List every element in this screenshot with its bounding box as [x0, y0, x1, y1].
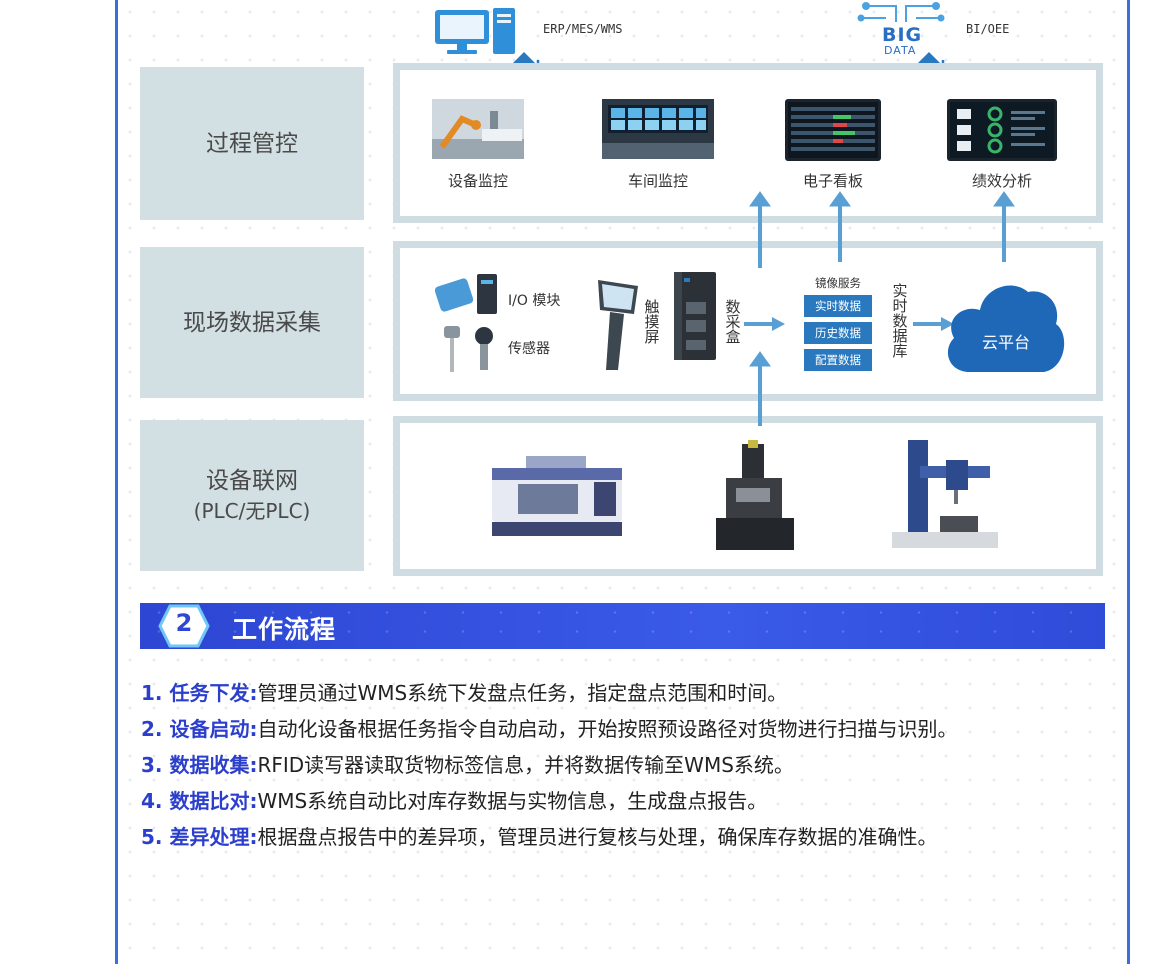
step-key: 2. 设备启动: [141, 717, 258, 741]
layer-process-control: 过程管控 [140, 67, 364, 220]
section-banner: 2 工作流程 [140, 603, 1105, 649]
step-item: 5. 差异处理:根据盘点报告中的差异项，管理员进行复核与处理，确保库存数据的准确… [141, 819, 1106, 855]
bi-oee-label: BI/OEE [966, 22, 1010, 36]
equipment-monitoring-image [432, 99, 524, 159]
layer-device-networking-label: 设备联网 [206, 467, 298, 494]
big-data-text-1: BIG [882, 24, 923, 46]
section-number: 2 [175, 609, 193, 637]
architecture-diagram: ERP/MES/WMS BIG DATA BI/OEE 过程管控 现场数据采集 … [140, 0, 1103, 576]
workflow-steps: 1. 任务下发:管理员通过WMS系统下发盘点任务，指定盘点范围和时间。 2. 设… [141, 675, 1106, 855]
layer-process-control-label: 过程管控 [206, 130, 298, 157]
data-box-image [674, 272, 716, 360]
io-module-image [435, 274, 497, 314]
big-data-logo: BIG DATA [856, 0, 946, 58]
realtime-database-label: 实时数据库 [892, 282, 908, 360]
workshop-monitoring-image [602, 99, 714, 159]
cloud-icon [947, 285, 1065, 372]
service-box: 实时数据 [804, 295, 872, 317]
circuit-icon [857, 2, 945, 22]
layer-device-networking-sublabel: (PLC/无PLC) [193, 498, 311, 523]
step-text: 管理员通过WMS系统下发盘点任务，指定盘点范围和时间。 [257, 681, 788, 705]
step-item: 2. 设备启动:自动化设备根据任务指令自动启动，开始按照预设路径对货物进行扫描与… [141, 711, 1106, 747]
layer-field-data-collection-label: 现场数据采集 [183, 309, 321, 336]
step-text: 根据盘点报告中的差异项，管理员进行复核与处理，确保库存数据的准确性。 [257, 825, 938, 849]
flow-arrows [749, 191, 1015, 426]
step-key: 4. 数据比对: [141, 789, 258, 813]
cloud-platform-label: 云平台 [981, 333, 1030, 352]
sensor-label: 传感器 [508, 341, 550, 357]
touch-screen-label: 触摸屏 [644, 298, 660, 346]
layer-device-networking: 设备联网 (PLC/无PLC) [140, 420, 364, 571]
layer-field-data-collection: 现场数据采集 [140, 247, 364, 398]
step-item: 1. 任务下发:管理员通过WMS系统下发盘点任务，指定盘点范围和时间。 [141, 675, 1106, 711]
process-item-label: 车间监控 [627, 172, 688, 190]
cnc-machine-image [492, 456, 622, 536]
process-item-label: 绩效分析 [971, 172, 1032, 190]
sensor-image [444, 326, 493, 372]
big-data-text-2: DATA [884, 44, 917, 57]
electronic-board-image [785, 99, 881, 161]
erp-mes-wms-label: ERP/MES/WMS [543, 22, 623, 36]
step-key: 5. 差异处理: [141, 825, 258, 849]
step-item: 4. 数据比对:WMS系统自动比对库存数据与实物信息，生成盘点报告。 [141, 783, 1106, 819]
hexagon-badge-icon [158, 604, 210, 648]
section-title: 工作流程 [232, 615, 337, 644]
step-text: WMS系统自动比对库存数据与实物信息，生成盘点报告。 [257, 789, 768, 813]
service-box: 历史数据 [804, 322, 872, 344]
right-arrow [913, 317, 954, 331]
step-key: 1. 任务下发: [141, 681, 258, 705]
step-text: RFID读写器读取货物标签信息，并将数据传输至WMS系统。 [257, 753, 794, 777]
service-box: 配置数据 [804, 349, 872, 371]
computer-icon [435, 8, 515, 54]
process-item-label: 设备监控 [447, 172, 508, 190]
radial-drill-image [892, 440, 998, 548]
machining-center-image [716, 440, 794, 550]
step-key: 3. 数据收集: [141, 753, 258, 777]
touch-screen-image [598, 280, 638, 370]
data-box-label: 数采盒 [725, 298, 741, 346]
step-item: 3. 数据收集:RFID读写器读取货物标签信息，并将数据传输至WMS系统。 [141, 747, 1106, 783]
mirror-service-label: 镜像服务 [815, 276, 861, 290]
right-arrow [744, 317, 785, 331]
step-text: 自动化设备根据任务指令自动启动，开始按照预设路径对货物进行扫描与识别。 [257, 717, 958, 741]
performance-analysis-image [947, 99, 1057, 161]
banner-texture [140, 603, 1105, 649]
process-item-label: 电子看板 [802, 172, 863, 190]
io-module-label: I/O 模块 [508, 293, 561, 309]
